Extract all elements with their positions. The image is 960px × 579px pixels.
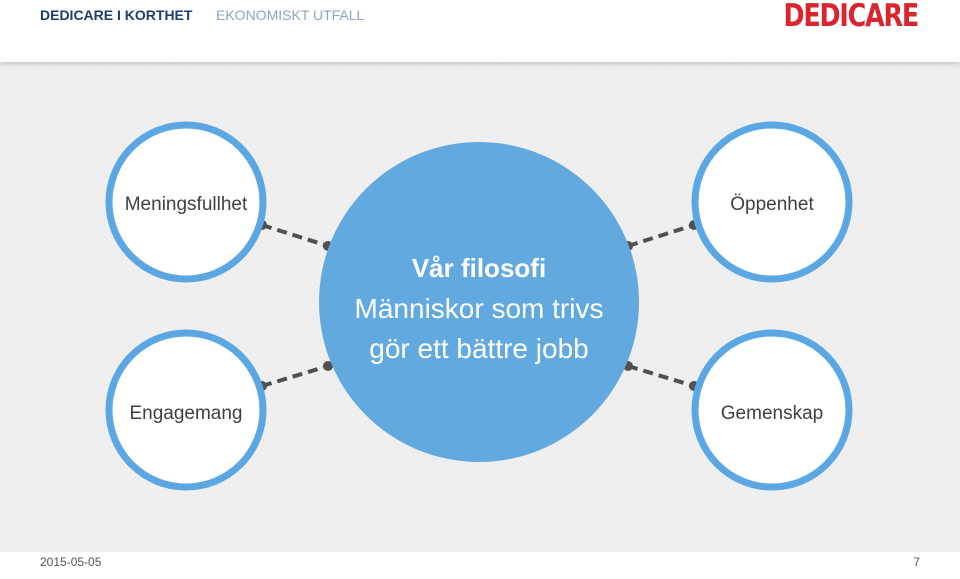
- center-line-1: Människor som trivs: [355, 293, 604, 324]
- subsection-title: EKONOMISKT UTFALL: [216, 7, 365, 23]
- node-ring-top-right: [691, 121, 853, 283]
- node-label-gemenskap: Gemenskap: [721, 403, 823, 424]
- dedicare-logo: DEDICARE: [783, 0, 920, 34]
- slide-header: DEDICARE I KORTHET EKONOMISKT UTFALL DED…: [0, 0, 960, 62]
- connector-bottom-right: [623, 361, 699, 391]
- connector-top-right: [623, 220, 699, 251]
- slide-footer: 2015-05-05 7: [0, 552, 960, 579]
- center-circle: [319, 142, 639, 462]
- connector-top-left: [257, 220, 333, 251]
- section-title: DEDICARE I KORTHET: [40, 7, 193, 23]
- node-label-meningsfullhet: Meningsfullhet: [125, 194, 248, 215]
- center-title: Vår filosofi: [412, 253, 546, 283]
- node-ring-bottom-right: [691, 329, 853, 491]
- node-ring-top-left: [105, 121, 267, 283]
- node-ring-bottom-left: [105, 329, 267, 491]
- center-line-2: gör ett bättre jobb: [369, 333, 588, 364]
- node-label-engagemang: Engagemang: [129, 403, 242, 424]
- footer-date: 2015-05-05: [40, 555, 102, 569]
- node-label-oppenhet: Öppenhet: [730, 194, 814, 215]
- connector-bottom-left: [257, 361, 333, 391]
- page-number: 7: [913, 555, 920, 569]
